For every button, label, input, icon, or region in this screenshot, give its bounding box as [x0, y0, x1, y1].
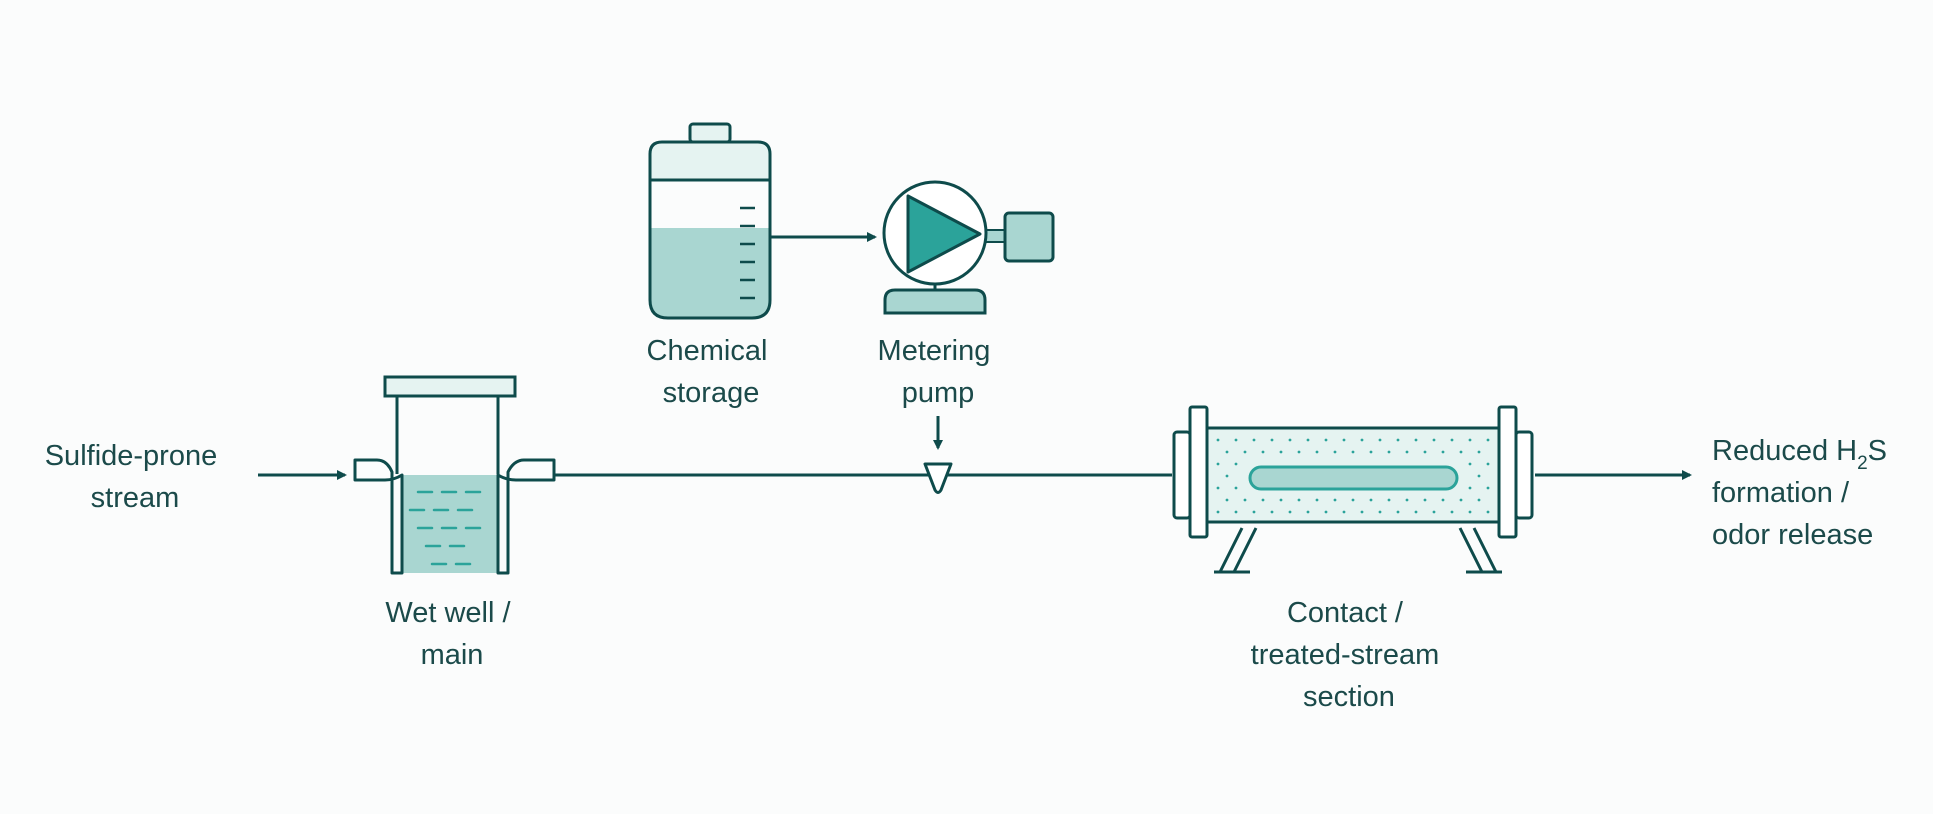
vessel-dot: [1216, 462, 1220, 466]
vessel-dot: [1351, 450, 1355, 454]
vessel-dot: [1306, 438, 1310, 442]
wet-well-cover: [383, 375, 517, 398]
vessel-dot: [1279, 450, 1283, 454]
vessel-dot: [1234, 486, 1238, 490]
vessel-dot: [1297, 450, 1301, 454]
vessel-dot: [1387, 450, 1391, 454]
vessel-dot: [1432, 438, 1436, 442]
vessel-dot: [1288, 510, 1292, 514]
vessel-dot: [1459, 450, 1463, 454]
vessel-dot: [1441, 498, 1445, 502]
contact-section-vessel: [1172, 405, 1534, 574]
chemical-storage-label: Chemical storage: [647, 335, 776, 409]
vessel-dot: [1387, 498, 1391, 502]
vessel-dot: [1459, 498, 1463, 502]
vessel-dot: [1252, 510, 1256, 514]
vessel-dot: [1414, 438, 1418, 442]
wet-well: [353, 375, 556, 575]
vessel-dot: [1396, 510, 1400, 514]
vessel-dots: [1216, 438, 1490, 514]
vessel-dot: [1342, 510, 1346, 514]
vessel-dot: [1432, 510, 1436, 514]
vessel-inner-tube: [1248, 465, 1459, 491]
vessel-dot: [1216, 510, 1220, 514]
vessel-dot: [1243, 450, 1247, 454]
vessel-dot: [1225, 474, 1229, 478]
vessel-dot: [1486, 486, 1490, 490]
injection-point-icon: [923, 462, 953, 494]
vessel-dot: [1270, 438, 1274, 442]
vessel-dot: [1324, 438, 1328, 442]
vessel-dot: [1486, 462, 1490, 466]
vessel-dot: [1333, 450, 1337, 454]
vessel-dot: [1477, 474, 1481, 478]
pump-symbol-icon: [906, 194, 982, 274]
vessel-dot: [1468, 510, 1472, 514]
tank-level-marks: [740, 206, 755, 300]
vessel-dot: [1441, 450, 1445, 454]
vessel-dot: [1477, 450, 1481, 454]
vessel-dot: [1225, 498, 1229, 502]
vessel-dot: [1297, 498, 1301, 502]
vessel-dot: [1405, 498, 1409, 502]
vessel-dot: [1378, 510, 1382, 514]
vessel-dot: [1315, 498, 1319, 502]
wet-well-inlet-pipe: [353, 458, 404, 575]
metering-pump: [882, 180, 1055, 315]
vessel-left-flange: [1188, 405, 1209, 539]
vessel-dot: [1351, 498, 1355, 502]
vessel-dot: [1324, 510, 1328, 514]
vessel-dot: [1261, 498, 1265, 502]
vessel-dot: [1243, 498, 1247, 502]
vessel-dot: [1261, 450, 1265, 454]
tank-cap: [688, 122, 732, 144]
vessel-dot: [1333, 498, 1337, 502]
vessel-dot: [1477, 498, 1481, 502]
source-label: Sulfide-prone stream: [45, 440, 226, 514]
vessel-dot: [1216, 486, 1220, 490]
vessel-dot: [1360, 438, 1364, 442]
liquid-ripples: [408, 490, 482, 566]
vessel-right-flange: [1497, 405, 1518, 539]
vessel-dot: [1225, 450, 1229, 454]
vessel-dot: [1252, 438, 1256, 442]
vessel-dot: [1396, 438, 1400, 442]
vessel-dot: [1369, 498, 1373, 502]
vessel-dot: [1423, 498, 1427, 502]
wet-well-liquid: [402, 475, 498, 573]
pump-base: [883, 288, 987, 315]
vessel-dot: [1468, 462, 1472, 466]
vessel-dot: [1450, 438, 1454, 442]
chemical-storage-tank: [648, 122, 772, 320]
vessel-dot: [1216, 438, 1220, 442]
vessel-dot: [1468, 438, 1472, 442]
metering-pump-label: Metering pump: [878, 335, 999, 409]
vessel-dot: [1288, 438, 1292, 442]
wet-well-label: Wet well / main: [385, 597, 518, 671]
vessel-dot: [1468, 486, 1472, 490]
contact-section-label: Contact / treated-stream section: [1251, 597, 1448, 713]
vessel-dot: [1306, 510, 1310, 514]
output-label: Reduced H2S formation / odor release: [1712, 435, 1895, 551]
vessel-dot: [1414, 510, 1418, 514]
vessel-dot: [1234, 462, 1238, 466]
vessel-dot: [1342, 438, 1346, 442]
vessel-dot: [1315, 450, 1319, 454]
wet-well-outlet-pipe: [496, 458, 556, 575]
vessel-dot: [1360, 510, 1364, 514]
vessel-dot: [1234, 438, 1238, 442]
vessel-dot: [1378, 438, 1382, 442]
vessel-dot: [1405, 450, 1409, 454]
vessel-dot: [1234, 510, 1238, 514]
vessel-dot: [1486, 510, 1490, 514]
vessel-dot: [1279, 498, 1283, 502]
vessel-dot: [1486, 438, 1490, 442]
vessel-dot: [1450, 510, 1454, 514]
vessel-dot: [1369, 450, 1373, 454]
vessel-dot: [1423, 450, 1427, 454]
pump-motor: [1003, 211, 1055, 263]
vessel-dot: [1270, 510, 1274, 514]
vessel-legs: [1214, 527, 1502, 574]
